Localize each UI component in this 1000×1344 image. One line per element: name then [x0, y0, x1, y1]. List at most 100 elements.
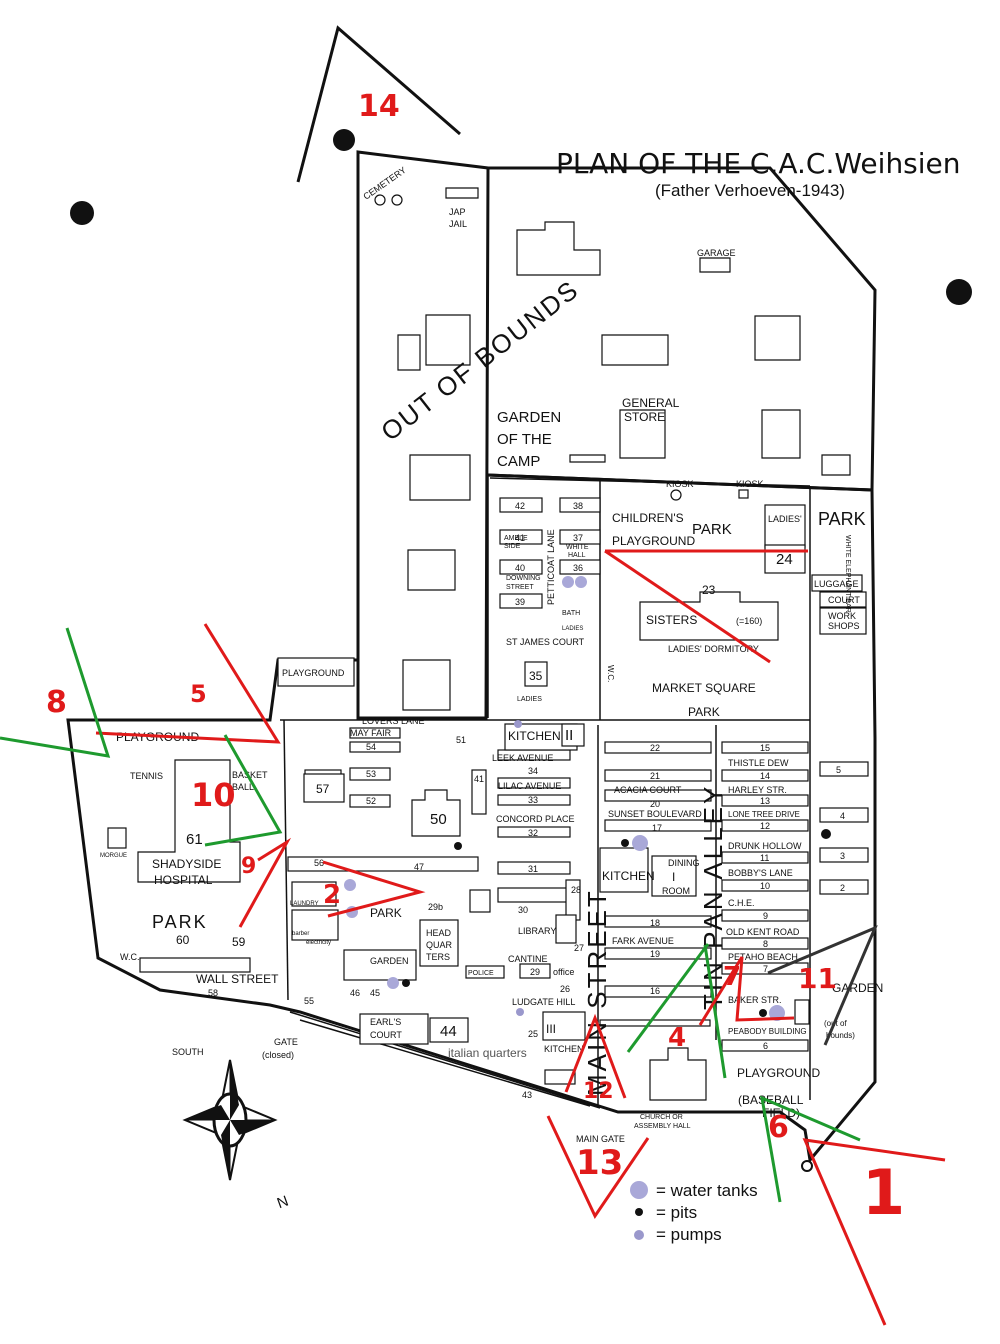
workshops-label-1: WORK [828, 611, 856, 621]
church-label-1: CHURCH OR [640, 1114, 683, 1121]
block-52: 52 [366, 796, 376, 806]
white-hall-label-2: HALL [568, 552, 586, 559]
italian-quarters-label: italian quarters [448, 1046, 527, 1060]
pit [759, 1009, 767, 1017]
map-title: PLAN OF THE C.A.C.Weihsien [556, 147, 961, 180]
wc-left-label: W.C. [120, 952, 140, 962]
annotation-1: 1 [862, 1156, 905, 1229]
drunk-hollow-label: DRUNK HOLLOW [728, 841, 802, 851]
block-33: 33 [528, 795, 538, 805]
block-numbers-upper: 42 38 41 37 40 36 39 35 24 23 [515, 501, 793, 683]
leek-avenue-label: LEEK AVENUE [492, 753, 553, 763]
lone-tree-label: LONE TREE DRIVE [728, 810, 800, 819]
block-20: 20 [650, 799, 660, 809]
block-23: 23 [702, 583, 716, 597]
block-16: 16 [650, 986, 660, 996]
wc-mid-label: W.C. [606, 665, 615, 682]
garden-mid-label: GARDEN [370, 956, 409, 966]
garden-right-label: GARDEN [832, 981, 883, 995]
block-14: 14 [760, 771, 770, 781]
shadyside-label-2: HOSPITAL [154, 873, 213, 887]
fark-avenue-label: FARK AVENUE [612, 936, 674, 946]
white-hall-label-1: WHITE [566, 544, 589, 551]
block-10: 10 [760, 881, 770, 891]
block-37: 37 [573, 533, 583, 543]
block-32: 32 [528, 828, 538, 838]
annotation-5: 5 [190, 680, 207, 708]
water-tank [575, 576, 587, 588]
block-45: 45 [370, 988, 380, 998]
south-label: SOUTH [172, 1047, 204, 1057]
white-elephant-label: WHITE ELEPHANT BAR [844, 535, 851, 613]
block-30: 30 [518, 905, 528, 915]
block-40: 40 [515, 563, 525, 573]
main-gate-label: MAIN GATE [576, 1134, 625, 1144]
annotation-2: 2 [323, 880, 341, 910]
pit [621, 839, 629, 847]
block-38: 38 [573, 501, 583, 511]
hq-label-1: HEAD [426, 928, 452, 938]
block-53: 53 [366, 769, 376, 779]
morgue-label: MORGUE [100, 853, 127, 859]
map-subtitle: (Father Verhoeven-1943) [655, 181, 845, 200]
ludgate-hill-label: LUDGATE HILL [512, 997, 575, 1007]
pit [402, 979, 410, 987]
bath-label-1: BATH [562, 610, 580, 617]
block-5: 5 [836, 765, 841, 775]
block-44: 44 [440, 1023, 457, 1040]
block-15: 15 [760, 743, 770, 753]
police-label: POLICE [468, 970, 494, 977]
block-31: 31 [528, 864, 538, 874]
block-3: 3 [840, 851, 845, 861]
block-47: 47 [414, 862, 424, 872]
park-right-label: PARK [818, 509, 866, 529]
pump [516, 1008, 524, 1016]
legend-pits: = pits [656, 1203, 697, 1222]
lilac-avenue-label: LILAC AVENUE [498, 781, 561, 791]
annotation-strokes [0, 25, 946, 1326]
downing-label-1: DOWNING [506, 575, 541, 582]
basketball-label-2: BALL [232, 782, 254, 792]
baker-str-label: BAKER STR. [728, 995, 782, 1005]
block-4: 4 [840, 811, 845, 821]
water-features [70, 129, 972, 1172]
pump [514, 720, 522, 728]
tennis-label: TENNIS [130, 771, 163, 781]
block-11: 11 [760, 853, 769, 863]
legend-pit-icon [635, 1208, 643, 1216]
kiosk-label-1: KIOSK [666, 479, 694, 489]
pit-marker [946, 279, 972, 305]
dining-label-3: ROOM [662, 886, 690, 896]
pit-marker [333, 129, 355, 151]
gate-label-2: (closed) [262, 1050, 294, 1060]
dorm-count-label: (=160) [736, 616, 762, 626]
block-24: 24 [776, 551, 793, 568]
block-61: 61 [186, 831, 203, 848]
block-50: 50 [430, 811, 447, 828]
pit [821, 829, 831, 839]
downing-label-2: STREET [506, 584, 534, 591]
market-square-label-1: MARKET SQUARE [652, 681, 756, 695]
water-tank [387, 977, 399, 989]
block-7: 7 [763, 964, 768, 974]
gate-label-1: GATE [274, 1037, 298, 1047]
annotation-13: 11 [798, 962, 837, 995]
block-36: 36 [573, 563, 583, 573]
electricity-label: electricity [306, 940, 331, 946]
peabody-label: PEABODY BUILDING [728, 1027, 807, 1036]
garden-camp-label-2: OF THE [497, 431, 552, 448]
kitchen-label-2: KITCHEN [602, 869, 655, 883]
block-39: 39 [515, 597, 525, 607]
baseball-label-1: PLAYGROUND [737, 1066, 820, 1080]
shadyside-label-1: SHADYSIDE [152, 857, 221, 871]
earls-court-label-1: EARL'S [370, 1017, 401, 1027]
block-59: 59 [232, 935, 246, 949]
annotation-11: 12 [583, 1079, 614, 1104]
legend-water-tanks: = water tanks [656, 1181, 758, 1200]
sunset-boulevard-label: SUNSET BOULEVARD [608, 809, 702, 819]
bobbys-lane-label: BOBBY'S LANE [728, 868, 793, 878]
amble-side-label-1: AMBLE [504, 535, 528, 542]
block-60: 60 [176, 933, 190, 947]
mayfair-label: MAY FAIR [350, 728, 392, 738]
old-kent-label: OLD KENT ROAD [726, 927, 800, 937]
